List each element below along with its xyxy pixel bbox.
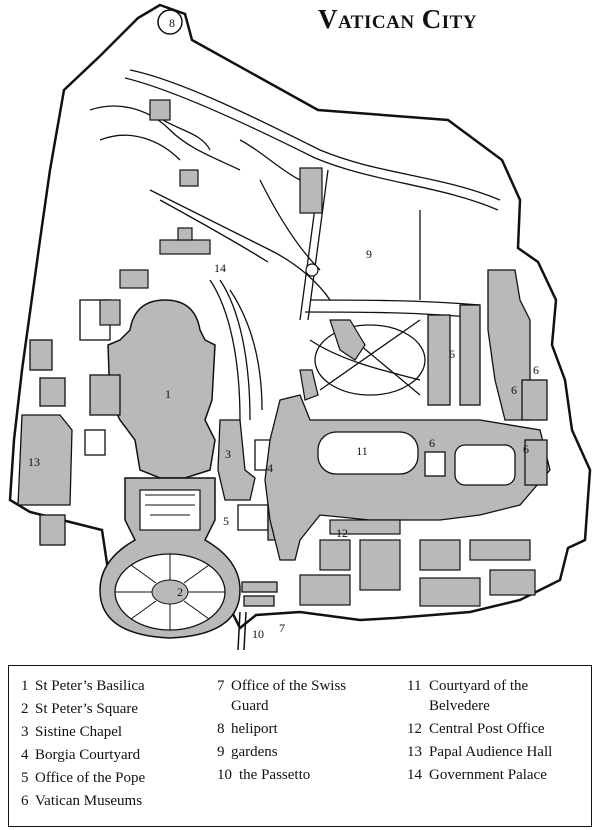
legend-item-number: 1: [21, 678, 29, 694]
legend-item-label: Central Post Office: [429, 721, 545, 737]
legend-item: 11 Courtyard of the Belvedere: [407, 676, 552, 716]
legend-item: 10 the Passetto: [217, 765, 346, 785]
map-number-label: 13: [28, 455, 40, 469]
legend-item-number: 11: [407, 678, 422, 694]
post-office-area: [299, 519, 536, 607]
st-peters-basilica: [107, 299, 216, 479]
legend-column-2: 7 Office of the Swiss Guard 8 heliport 9 gard…: [217, 676, 346, 788]
legend-item: 4 Borgia Courtyard: [21, 745, 145, 765]
legend-item: 1 St Peter’s Basilica: [21, 676, 145, 696]
map-number-label: 1: [165, 387, 171, 401]
legend-item-number: 12: [407, 721, 422, 737]
legend-item: 9 gardens: [217, 742, 346, 762]
legend-item-label: heliport: [231, 721, 278, 737]
map-number-label: 6: [511, 383, 517, 397]
garden-paths: [89, 69, 501, 421]
map-number-label: 5: [223, 514, 229, 528]
legend-item: 6 Vatican Museums: [21, 791, 145, 811]
map-number-label: 6: [449, 347, 455, 361]
legend-item-number: 14: [407, 767, 422, 783]
legend-item: 2 St Peter’s Square: [21, 699, 145, 719]
belvedere-museums: [264, 394, 551, 561]
legend-item-label: Borgia Courtyard: [35, 747, 141, 763]
legend-item-label: the Passetto: [239, 767, 311, 783]
legend-item-number: 8: [217, 721, 225, 737]
legend-item: 7 Office of the Swiss Guard: [217, 676, 346, 716]
legend-column-3: 11 Courtyard of the Belvedere 12 Central Po…: [407, 676, 552, 788]
legend-item-label: Office of the Swiss Guard: [231, 678, 347, 714]
map-number-label: 8: [169, 16, 175, 30]
legend-item-label: Office of the Pope: [35, 770, 146, 786]
legend-item-label: gardens: [231, 744, 278, 760]
legend-item-number: 5: [21, 770, 29, 786]
legend-item-label: St Peter’s Square: [35, 701, 139, 717]
vatican-museums: [427, 269, 548, 486]
heliport: [157, 9, 183, 35]
map-number-label: 14: [214, 261, 226, 275]
garden-buildings: [99, 99, 366, 401]
map-title: Vatican City: [318, 4, 478, 34]
map-number-label: 6: [533, 363, 539, 377]
legend-item: 5 Office of the Pope: [21, 768, 145, 788]
map-number-label: 12: [336, 526, 348, 540]
legend-item-number: 2: [21, 701, 29, 717]
legend-item: 3 Sistine Chapel: [21, 722, 145, 742]
legend-item: 8 heliport: [217, 719, 346, 739]
swiss-guard-passetto: [237, 581, 278, 651]
legend-item: 13 Papal Audience Hall: [407, 742, 552, 762]
map-number-label: 6: [523, 442, 529, 456]
legend-item-number: 7: [217, 678, 225, 694]
legend-item-number: 4: [21, 747, 29, 763]
map-number-label: 9: [366, 247, 372, 261]
map-number-label: 10: [252, 627, 264, 641]
legend-item-label: Courtyard of the Belvedere: [429, 678, 529, 714]
legend-item-number: 9: [217, 744, 225, 760]
legend-item-label: Sistine Chapel: [35, 724, 123, 740]
legend-item-label: St Peter’s Basilica: [35, 678, 145, 694]
legend-item-number: 10: [217, 767, 232, 783]
map-number-label: 3: [225, 447, 231, 461]
map-number-label: 2: [177, 585, 183, 599]
map-number-label: 6: [429, 436, 435, 450]
map-number-label: 11: [356, 444, 368, 458]
map-number-label: 7: [279, 621, 285, 635]
legend-item-label: Government Palace: [429, 767, 547, 783]
legend-item-number: 3: [21, 724, 29, 740]
legend-item-label: Papal Audience Hall: [429, 744, 553, 760]
legend-item-number: 13: [407, 744, 422, 760]
legend-item-label: Vatican Museums: [35, 793, 143, 809]
legend-item: 12 Central Post Office: [407, 719, 552, 739]
st-peters-square: [99, 477, 241, 639]
legend-item: 14 Government Palace: [407, 765, 552, 785]
legend-item-number: 6: [21, 793, 29, 809]
map-number-label: 4: [267, 461, 273, 475]
